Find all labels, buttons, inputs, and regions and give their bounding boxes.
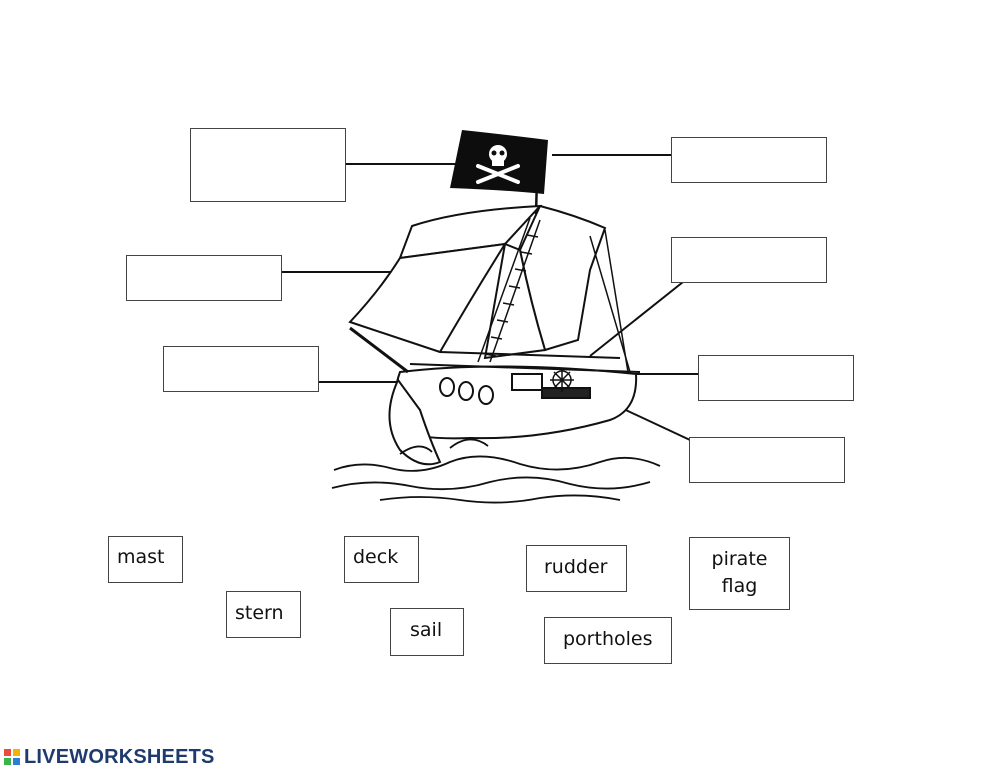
answer-box-stern-right[interactable] bbox=[698, 355, 854, 401]
answer-box-bow-left[interactable] bbox=[163, 346, 319, 392]
water-waves-drawing bbox=[331, 438, 661, 504]
word-card-label: portholes bbox=[563, 628, 653, 650]
word-card-label: sail bbox=[410, 619, 443, 641]
word-card-deck[interactable]: deck bbox=[344, 536, 419, 583]
rope-ladder-drawing bbox=[477, 217, 541, 363]
answer-box-sail-left[interactable] bbox=[126, 255, 282, 301]
answer-box-mast-right[interactable] bbox=[671, 237, 827, 283]
word-card-mast[interactable]: mast bbox=[108, 536, 183, 583]
word-card-rudder[interactable]: rudder bbox=[526, 545, 627, 592]
brand-name: LIVEWORKSHEETS bbox=[24, 745, 215, 768]
word-card-stern[interactable]: stern bbox=[226, 591, 301, 638]
hull-drawing bbox=[388, 351, 641, 466]
sails-drawing bbox=[348, 204, 607, 360]
liveworksheets-brand: LIVEWORKSHEETS bbox=[4, 745, 215, 769]
portholes-drawing bbox=[439, 377, 494, 405]
word-card-pirate-flag[interactable]: pirate flag bbox=[689, 537, 790, 610]
word-card-label-line2: flag bbox=[721, 574, 758, 597]
pirate-flag-drawing bbox=[450, 130, 548, 215]
word-card-label: mast bbox=[117, 546, 165, 568]
answer-box-hull-right[interactable] bbox=[689, 437, 845, 483]
answer-box-flag-top-right[interactable] bbox=[671, 137, 827, 183]
word-card-label: pirate bbox=[711, 548, 768, 570]
word-card-label: deck bbox=[353, 546, 399, 568]
liveworksheets-logo-icon bbox=[4, 748, 21, 766]
word-card-portholes[interactable]: portholes bbox=[544, 617, 672, 664]
answer-box-flag-top-left[interactable] bbox=[190, 128, 346, 202]
word-card-label: rudder bbox=[544, 556, 608, 578]
ship-wheel-drawing bbox=[550, 368, 574, 392]
word-card-label: stern bbox=[235, 602, 284, 624]
word-card-sail[interactable]: sail bbox=[390, 608, 464, 656]
